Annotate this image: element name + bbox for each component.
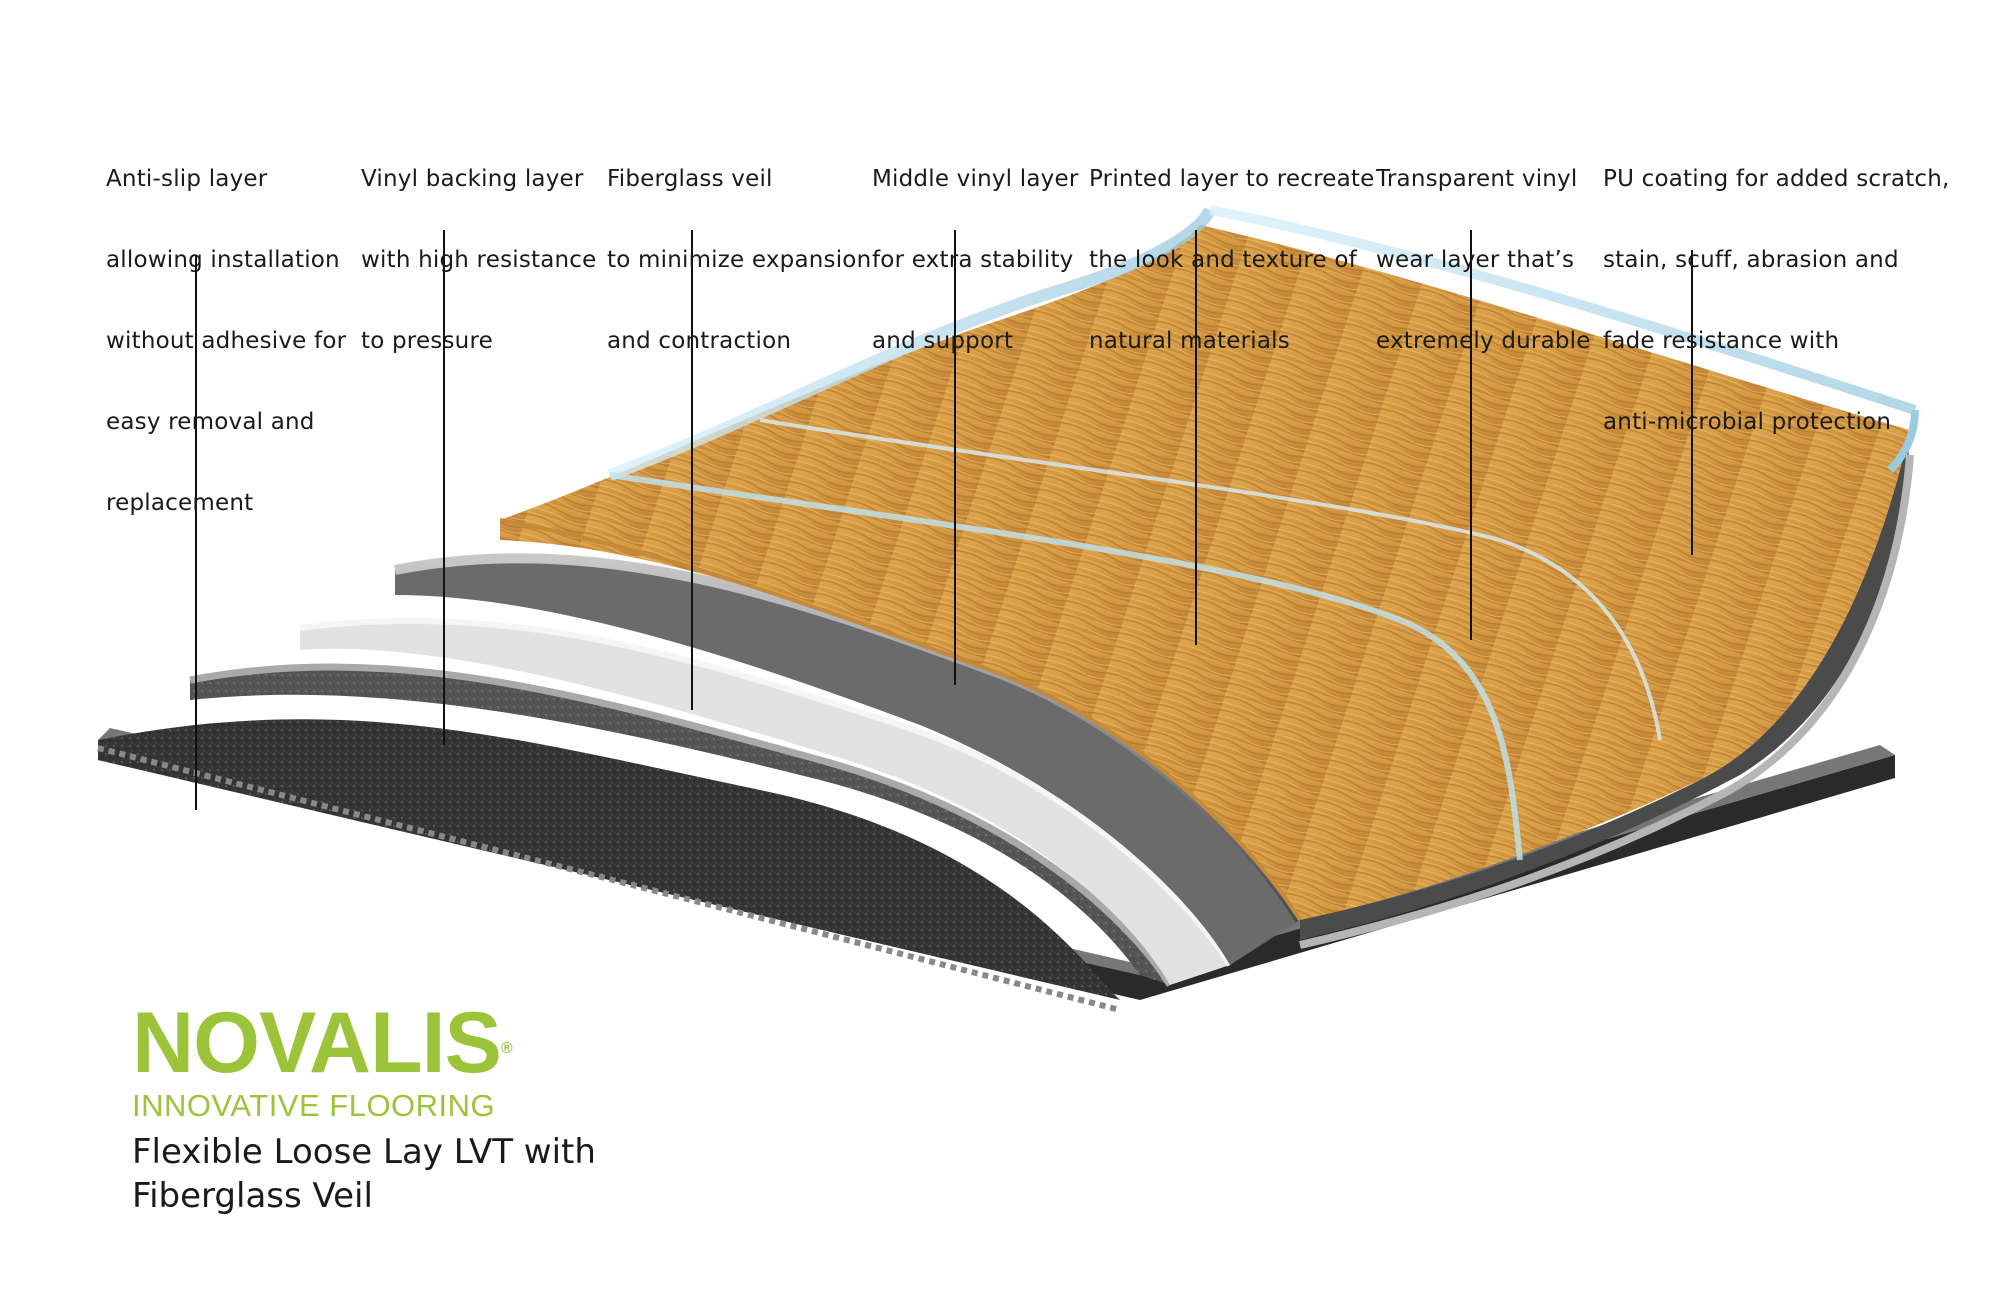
callout-line: Printed layer to recreate: [1089, 166, 1375, 193]
callout-printed: Printed layer to recreate the look and t…: [1089, 112, 1375, 409]
callout-fiberglass: Fiberglass veil to minimize expansion an…: [607, 112, 871, 409]
product-title-line2: Fiberglass Veil: [132, 1174, 596, 1218]
callout-line: replacement: [106, 490, 346, 517]
callout-line: Fiberglass veil: [607, 166, 871, 193]
callout-line: easy removal and: [106, 409, 346, 436]
callout-line: with high resistance: [361, 247, 597, 274]
callout-line: to pressure: [361, 328, 597, 355]
callout-line: Anti-slip layer: [106, 166, 346, 193]
callout-line: for extra stability: [872, 247, 1078, 274]
callout-middle-vinyl: Middle vinyl layer for extra stability a…: [872, 112, 1078, 409]
product-title-line1: Flexible Loose Lay LVT with: [132, 1130, 596, 1174]
callout-line: and support: [872, 328, 1078, 355]
callout-wear-layer: Transparent vinyl wear layer that’s extr…: [1376, 112, 1591, 409]
callout-line: stain, scuff, abrasion and: [1603, 247, 1950, 274]
callout-vinyl-backing: Vinyl backing layer with high resistance…: [361, 112, 597, 409]
brand-name: NOVALIS®: [132, 1000, 512, 1086]
callout-line: to minimize expansion: [607, 247, 871, 274]
callout-line: extremely durable: [1376, 328, 1591, 355]
callout-line: Middle vinyl layer: [872, 166, 1078, 193]
brand-logo: NOVALIS® INNOVATIVE FLOORING: [132, 1000, 512, 1124]
brand-tagline: INNOVATIVE FLOORING: [132, 1088, 512, 1124]
registered-mark: ®: [501, 1040, 512, 1057]
callout-line: fade resistance with: [1603, 328, 1950, 355]
callout-anti-slip: Anti-slip layer allowing installation wi…: [106, 112, 346, 571]
callout-line: and contraction: [607, 328, 871, 355]
callout-line: Transparent vinyl: [1376, 166, 1591, 193]
callout-line: wear layer that’s: [1376, 247, 1591, 274]
callout-line: the look and texture of: [1089, 247, 1375, 274]
product-title: Flexible Loose Lay LVT with Fiberglass V…: [132, 1130, 596, 1218]
callout-pu-coating: PU coating for added scratch, stain, scu…: [1603, 112, 1950, 490]
brand-name-text: NOVALIS: [132, 995, 501, 1091]
callout-line: natural materials: [1089, 328, 1375, 355]
callout-line: without adhesive for: [106, 328, 346, 355]
callout-line: PU coating for added scratch,: [1603, 166, 1950, 193]
callout-line: Vinyl backing layer: [361, 166, 597, 193]
callout-line: allowing installation: [106, 247, 346, 274]
callout-line: anti-microbial protection: [1603, 409, 1950, 436]
